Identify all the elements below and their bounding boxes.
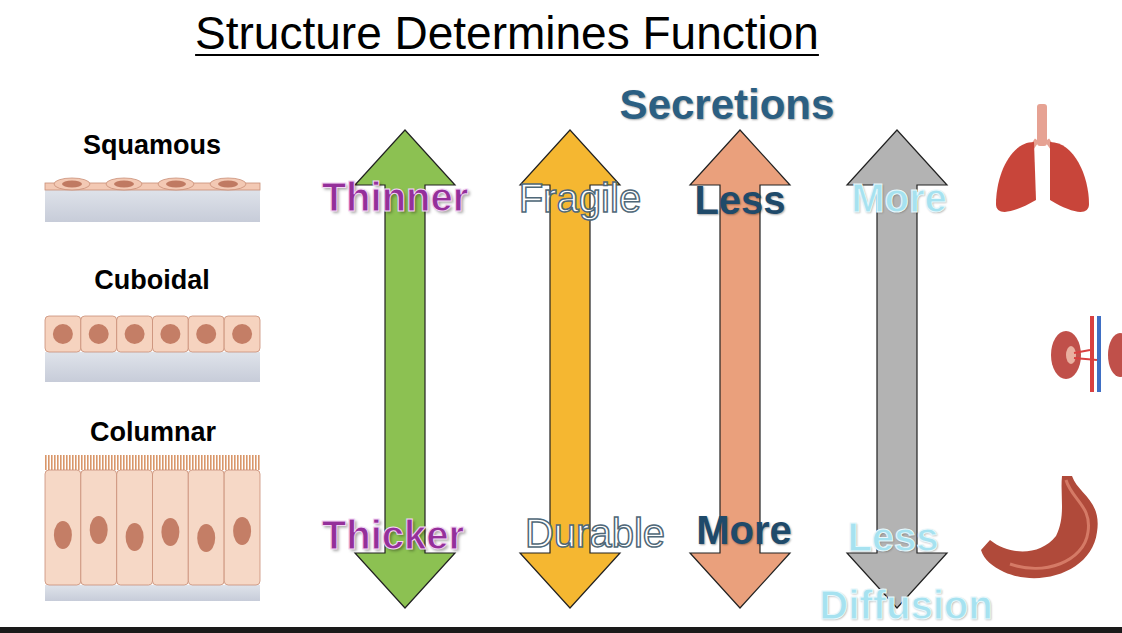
scale-label: Durable <box>525 513 665 553</box>
stomach-icon <box>981 476 1098 578</box>
squamous-epithelium <box>45 178 260 222</box>
scale-label: Fragile <box>519 178 641 218</box>
scale-label: Less <box>847 517 938 557</box>
slide-title: Structure Determines Function <box>0 6 1014 60</box>
axis-heading: Secretions <box>620 84 835 126</box>
row-label: Columnar <box>90 419 216 446</box>
lungs-icon <box>996 104 1089 212</box>
axis-heading: Diffusion <box>819 585 992 625</box>
scale-label: More <box>696 510 792 550</box>
cuboidal-epithelium <box>45 316 260 382</box>
row-label: Cuboidal <box>94 267 210 294</box>
scale-label: Less <box>694 180 785 220</box>
scale-label: More <box>851 178 947 218</box>
bottom-bar <box>0 627 1122 633</box>
scale-label: Thinner <box>322 177 469 217</box>
scale-label: Thicker <box>322 515 464 555</box>
columnar-epithelium <box>45 455 260 601</box>
kidney-icon <box>1051 316 1122 392</box>
double-arrow <box>847 130 947 608</box>
row-label: Squamous <box>83 132 221 159</box>
